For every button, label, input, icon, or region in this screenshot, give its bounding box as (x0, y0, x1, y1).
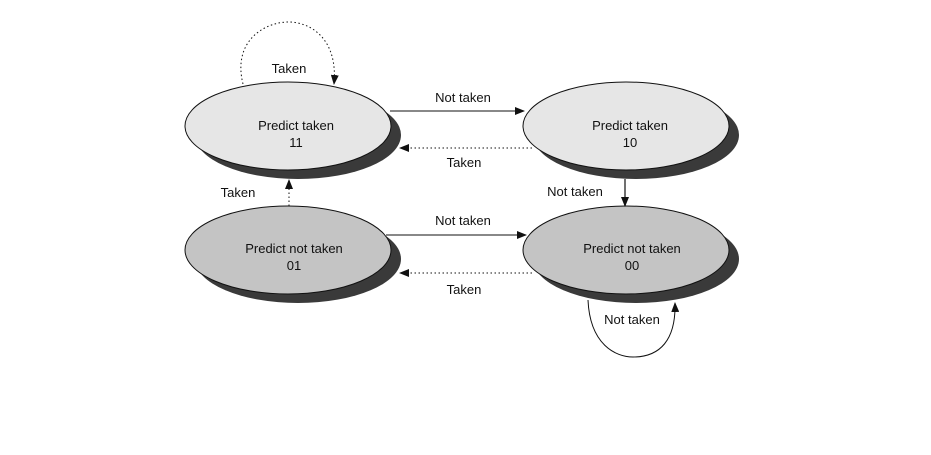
state-10: Predict taken 10 (522, 81, 739, 179)
transition-10-to-00: Not taken (547, 179, 629, 207)
transition-00-to-01: Taken (399, 269, 532, 297)
transition-10-to-11-label: Taken (447, 155, 482, 170)
transition-11-self: Taken (240, 21, 339, 85)
state-10-name: Predict taken (592, 118, 668, 133)
transition-00-self-arrow (587, 299, 680, 358)
state-10-ellipse (522, 81, 730, 171)
transition-11-self-label: Taken (272, 61, 307, 76)
state-01-code: 01 (287, 258, 301, 273)
state-00-name: Predict not taken (583, 241, 681, 256)
state-01-ellipse (184, 205, 392, 295)
state-01: Predict not taken 01 (184, 205, 401, 303)
state-00-code: 00 (625, 258, 639, 273)
transition-01-to-00: Not taken (386, 213, 527, 239)
transition-11-self-arrow (240, 21, 339, 85)
state-01-name: Predict not taken (245, 241, 343, 256)
transition-10-to-11: Taken (399, 144, 532, 170)
transition-01-to-11-label: Taken (221, 185, 256, 200)
state-11-ellipse (184, 81, 392, 171)
transition-11-to-10: Not taken (390, 90, 525, 115)
state-10-code: 10 (623, 135, 637, 150)
transition-00-self-label: Not taken (604, 312, 660, 327)
state-00: Predict not taken 00 (522, 205, 739, 303)
transition-00-to-01-label: Taken (447, 282, 482, 297)
transition-10-to-00-label: Not taken (547, 184, 603, 199)
transition-01-to-11: Taken (221, 179, 293, 206)
state-11: Predict taken 11 (184, 81, 401, 179)
transition-00-self: Not taken (587, 299, 680, 358)
state-11-code: 11 (289, 135, 303, 150)
state-11-name: Predict taken (258, 118, 334, 133)
transition-11-to-10-label: Not taken (435, 90, 491, 105)
transition-01-to-00-label: Not taken (435, 213, 491, 228)
